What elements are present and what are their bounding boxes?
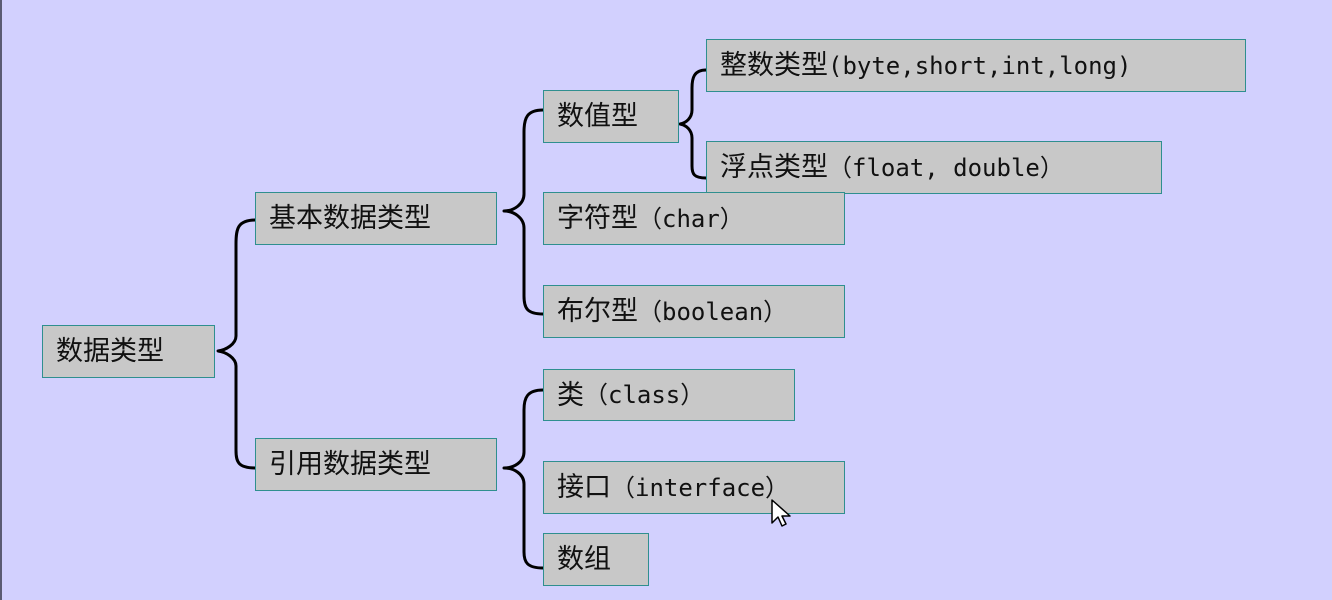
interface-type-example: （interface）: [611, 473, 790, 502]
basic-data-types-label: 基本数据类型: [269, 203, 431, 234]
floating-point-types-examples: （float, double）: [828, 153, 1064, 182]
class-type-example: （class）: [584, 381, 705, 409]
char-type-label: 字符型: [557, 203, 638, 234]
array-type-node: 数组: [543, 533, 649, 586]
reference-data-types-label: 引用数据类型: [269, 449, 431, 480]
boolean-type-label: 布尔型: [557, 296, 638, 327]
numeric-type-node: 数值型: [543, 90, 679, 143]
reference-data-types-node: 引用数据类型: [255, 438, 497, 491]
basic-data-types-node: 基本数据类型: [255, 192, 497, 245]
numeric-type-label: 数值型: [557, 101, 638, 132]
boolean-type-example: （boolean）: [638, 297, 788, 326]
mouse-pointer-icon: [771, 499, 791, 527]
numeric-brace: [678, 68, 708, 180]
floating-point-types-label: 浮点类型: [720, 152, 828, 183]
data-types-node: 数据类型: [42, 325, 215, 378]
array-type-label: 数组: [557, 544, 611, 575]
data-types-label: 数据类型: [56, 336, 164, 367]
interface-type-node: 接口（interface）: [543, 461, 845, 514]
class-type-node: 类（class）: [543, 369, 795, 421]
reference-types-brace: [502, 388, 545, 570]
basic-types-brace: [502, 108, 545, 316]
integer-types-examples: (byte,short,int,long): [828, 51, 1132, 80]
char-type-node: 字符型（char）: [543, 192, 845, 245]
integer-types-label: 整数类型: [720, 50, 828, 81]
root-brace: [216, 218, 258, 470]
class-type-label: 类: [557, 379, 584, 411]
floating-point-types-node: 浮点类型（float, double）: [706, 141, 1162, 194]
integer-types-node: 整数类型(byte,short,int,long): [706, 39, 1246, 92]
interface-type-label: 接口: [557, 472, 611, 503]
boolean-type-node: 布尔型（boolean）: [543, 285, 845, 338]
char-type-example: （char）: [638, 204, 744, 233]
